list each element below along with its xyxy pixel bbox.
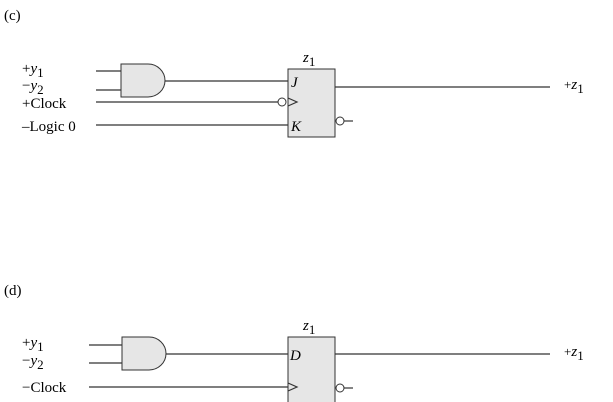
input-label-logic0: –Logic 0 [21, 119, 76, 135]
output-label: +z1 [564, 344, 584, 363]
clock-triangle-icon [287, 382, 299, 392]
input-label-y2: −y2 [22, 353, 44, 372]
pin-d: D [289, 348, 301, 364]
diagram-c: (c) +y1 −y2 +Clock –Logic 0 J K z1 +z1 [4, 8, 584, 138]
input-label-clock: −Clock [22, 380, 67, 396]
diagram-d: (d) +y1 −y2 −Clock D z1 +z1 [4, 283, 584, 402]
diagram-label: (d) [4, 283, 22, 299]
input-label-y2: −y2 [22, 78, 44, 97]
output-label: +z1 [564, 77, 584, 96]
input-label-y1: +y1 [22, 61, 44, 80]
d-flipflop [287, 336, 336, 402]
pin-j: J [291, 75, 299, 91]
q-bar-bubble [335, 116, 345, 126]
input-label-clock: +Clock [22, 96, 67, 112]
input-label-y1: +y1 [22, 335, 44, 354]
clock-inversion-bubble [277, 97, 287, 107]
and-gate [120, 63, 166, 98]
flipflop-label: z1 [302, 50, 315, 69]
pin-k: K [290, 119, 302, 135]
flipflop-label: z1 [302, 318, 315, 337]
q-bar-bubble [335, 383, 345, 393]
clock-triangle-icon [287, 97, 299, 107]
and-gate [121, 336, 167, 371]
diagram-label: (c) [4, 8, 21, 24]
